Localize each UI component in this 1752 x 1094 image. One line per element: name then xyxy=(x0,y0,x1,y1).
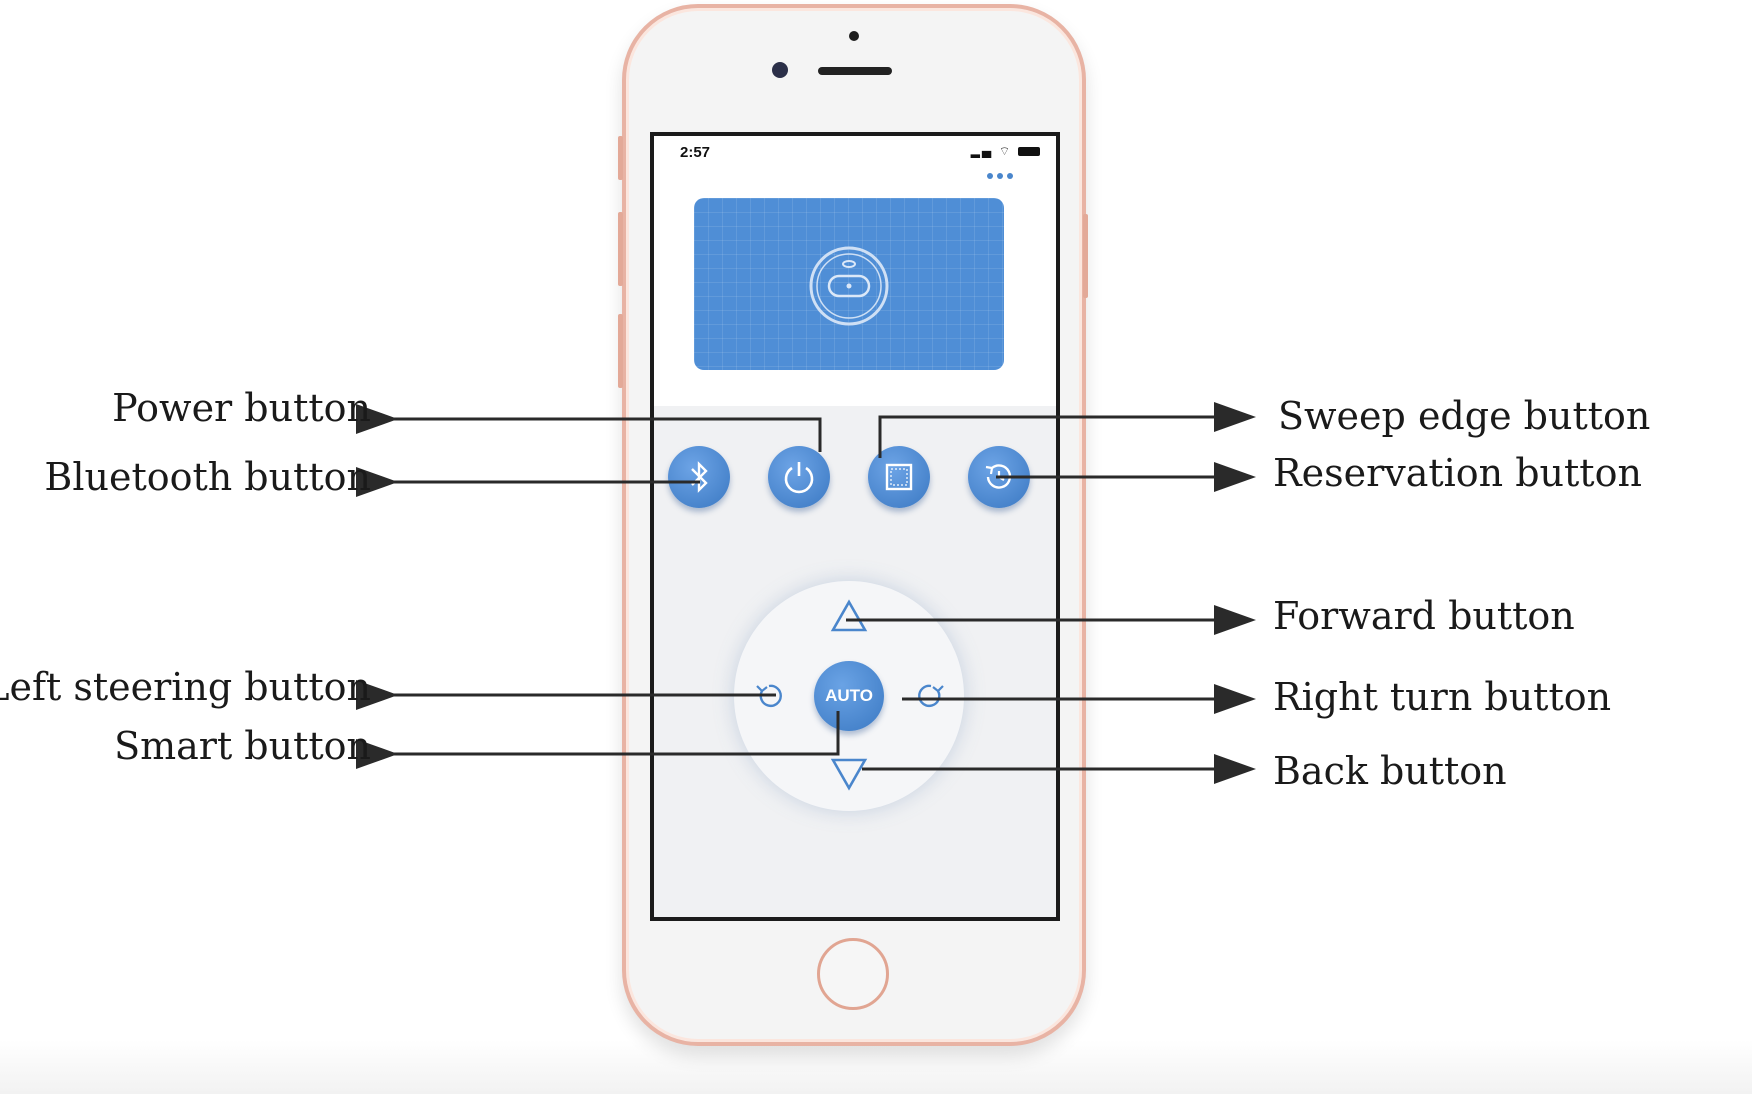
map-panel xyxy=(694,198,1004,370)
sweep-edge-leader-line xyxy=(878,402,1256,458)
left-turn-icon[interactable] xyxy=(752,679,786,713)
smart-leader-line xyxy=(356,711,840,769)
home-button[interactable] xyxy=(817,938,889,1010)
volume-up-button xyxy=(618,212,623,286)
battery-icon xyxy=(1018,147,1040,156)
forward-arrow-icon[interactable] xyxy=(830,599,868,633)
power-button[interactable] xyxy=(768,446,830,508)
front-camera xyxy=(772,62,788,78)
earpiece-speaker xyxy=(818,67,892,75)
sweep-edge-button[interactable] xyxy=(868,446,930,508)
power-leader-line xyxy=(356,404,822,452)
wifi-icon: ⌔ xyxy=(998,144,1013,158)
status-icons: ▂▄ ⌔ xyxy=(971,144,1040,159)
back-arrow-icon[interactable] xyxy=(830,757,868,791)
floor-shadow xyxy=(0,1040,1752,1094)
smart-auto-button[interactable]: AUTO xyxy=(814,661,884,731)
sweep-edge-icon xyxy=(885,463,913,491)
app-screen: 2:57 ▂▄ ⌔ xyxy=(650,132,1060,921)
robot-vacuum-icon xyxy=(809,246,889,326)
label-sweep-edge: Sweep edge button xyxy=(1278,394,1651,438)
label-power: Power button xyxy=(112,386,371,430)
label-left-steering: Left steering button xyxy=(0,665,371,709)
label-forward: Forward button xyxy=(1273,594,1575,638)
page-indicator xyxy=(987,164,1017,183)
label-right-turn: Right turn button xyxy=(1273,675,1612,719)
proximity-sensor xyxy=(849,31,859,41)
label-smart: Smart button xyxy=(114,724,371,768)
label-bluetooth: Bluetooth button xyxy=(44,455,371,499)
status-time: 2:57 xyxy=(680,144,711,161)
label-back: Back button xyxy=(1273,749,1507,793)
lock-button xyxy=(1083,214,1088,298)
power-icon xyxy=(784,462,814,494)
controls-area: AUTO xyxy=(654,406,1056,917)
label-reservation: Reservation button xyxy=(1273,451,1642,495)
bluetooth-icon xyxy=(691,461,708,493)
volume-down-button xyxy=(618,314,623,388)
bluetooth-button[interactable] xyxy=(668,446,730,508)
side-button xyxy=(618,136,623,180)
signal-icon: ▂▄ xyxy=(970,144,994,158)
